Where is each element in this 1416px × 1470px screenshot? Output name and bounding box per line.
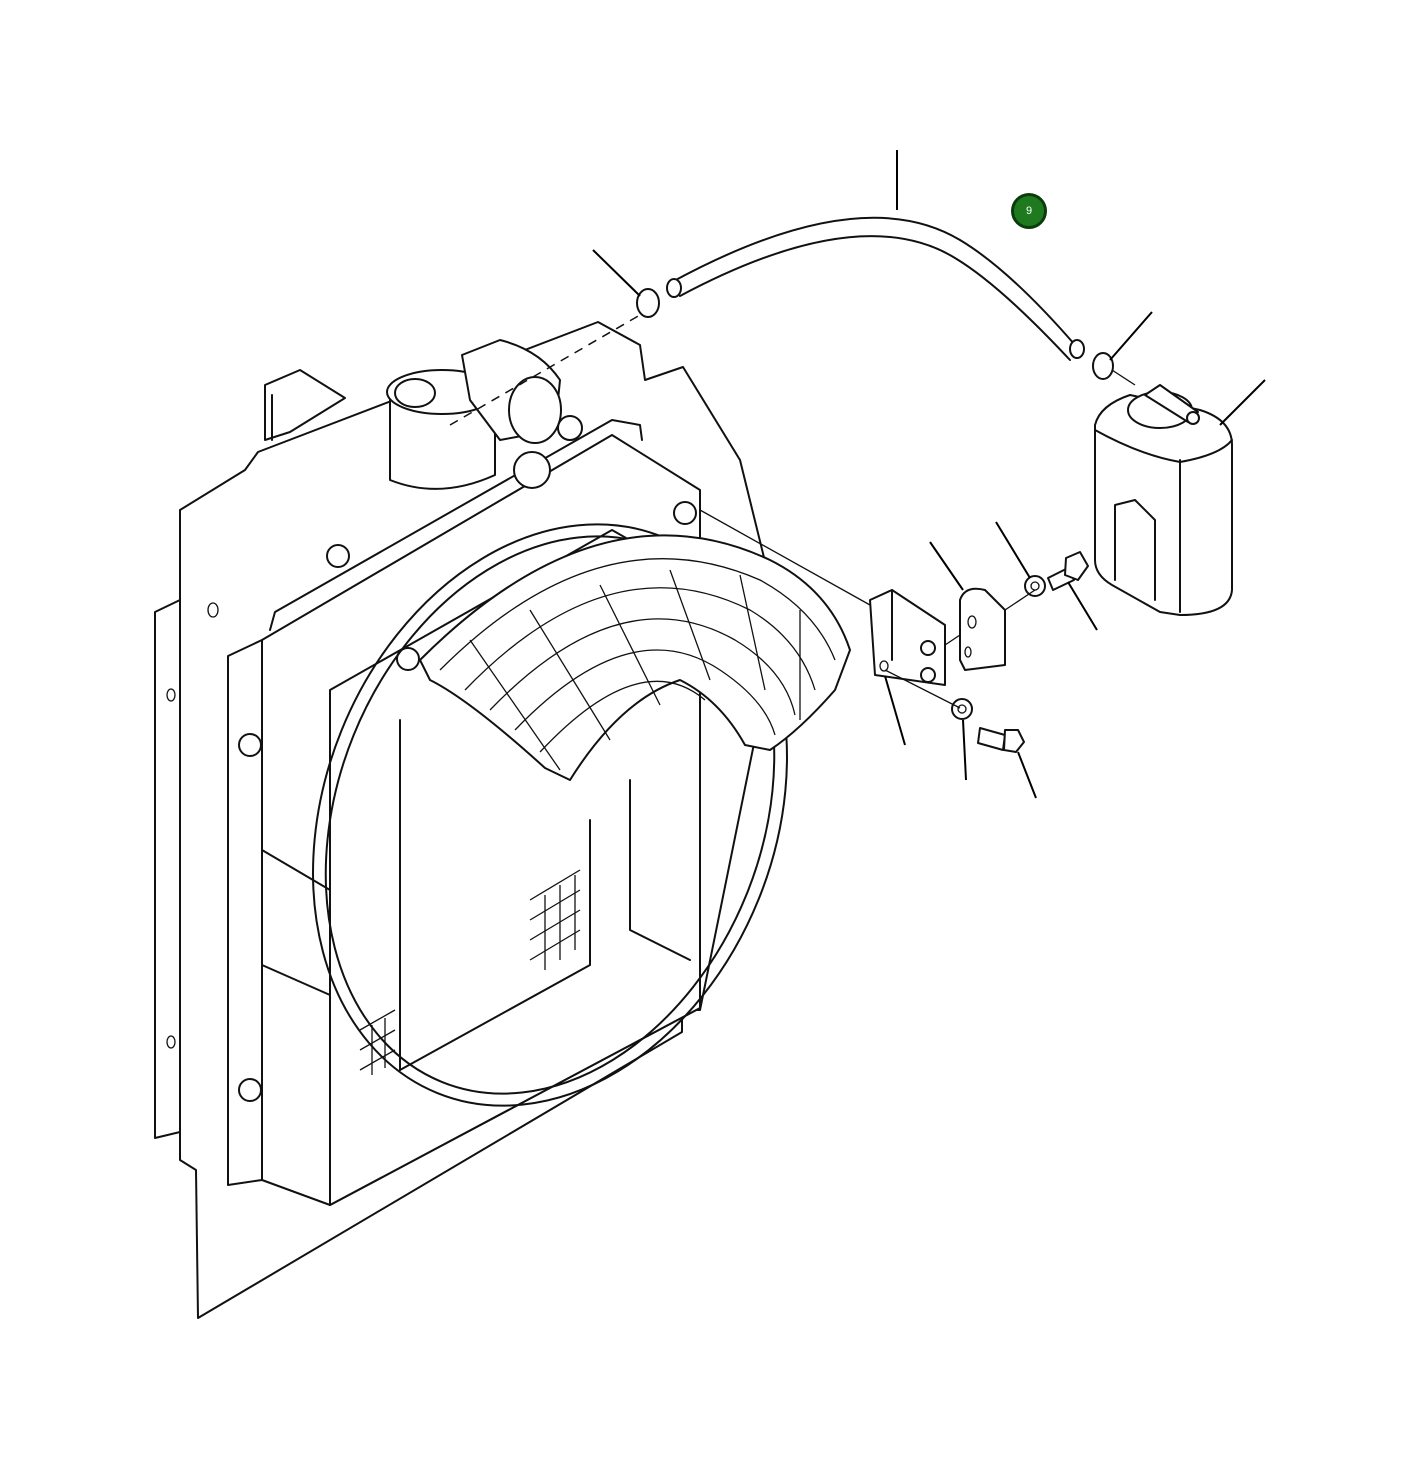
bolt — [977, 551, 1089, 753]
overflow-hose — [666, 216, 1085, 361]
hose-clamp — [636, 288, 1114, 380]
mounting-bracket — [869, 589, 946, 686]
leader-lines — [592, 150, 1266, 799]
callout-9-button[interactable]: 9 — [1011, 193, 1047, 229]
washer — [951, 575, 1046, 720]
rubber-mount — [959, 587, 1006, 671]
assembly-lines — [699, 369, 1136, 709]
coolant-reserve-tank — [1094, 384, 1233, 616]
fan-guard — [419, 534, 851, 781]
